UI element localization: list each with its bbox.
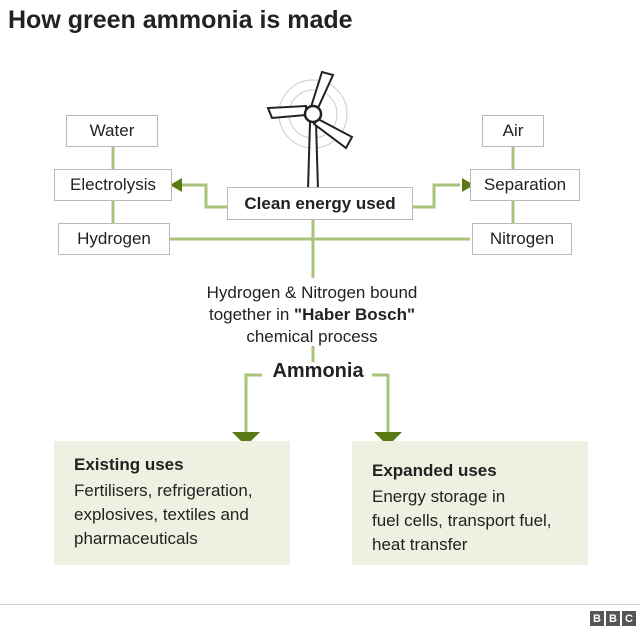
existing-uses-line: Fertilisers, refrigeration, — [74, 481, 253, 500]
node-water: Water — [66, 115, 158, 147]
node-hydrogen: Hydrogen — [58, 223, 170, 255]
bbc-logo-letter: B — [606, 611, 620, 626]
expanded-uses-title: Expanded uses — [372, 461, 497, 480]
bbc-logo-letter: C — [622, 611, 636, 626]
node-separation: Separation — [470, 169, 580, 201]
existing-uses-body: Fertilisers, refrigeration, explosives, … — [74, 479, 270, 551]
bbc-logo: B B C — [590, 611, 636, 626]
bbc-logo-letter: B — [590, 611, 604, 626]
energy-to-electrolysis-line — [182, 183, 228, 209]
arrow-to-existing — [232, 432, 260, 446]
energy-to-separation-line — [412, 183, 460, 209]
node-electrolysis: Electrolysis — [54, 169, 172, 201]
ammonia-to-expanded-line — [372, 373, 390, 432]
expanded-uses-panel: Expanded uses Energy storage in fuel cel… — [352, 441, 588, 565]
node-nitrogen: Nitrogen — [472, 223, 572, 255]
expanded-uses-line: heat transfer — [372, 535, 468, 554]
process-description: Hydrogen & Nitrogen bound together in "H… — [152, 282, 472, 348]
existing-uses-line: explosives, textiles and — [74, 505, 249, 524]
ammonia-label: Ammonia — [272, 360, 364, 382]
expanded-uses-line: fuel cells, transport fuel, — [372, 511, 552, 530]
process-line-2-prefix: together in — [208, 305, 290, 324]
ammonia-to-existing-line — [244, 373, 262, 432]
footer-divider — [0, 604, 640, 605]
expanded-uses-body: Energy storage in fuel cells, transport … — [372, 485, 568, 557]
node-air: Air — [482, 115, 544, 147]
existing-uses-title: Existing uses — [74, 455, 184, 474]
page-title: How green ammonia is made — [8, 6, 353, 34]
process-line-3: chemical process — [246, 327, 378, 346]
existing-uses-line: pharmaceuticals — [74, 529, 198, 548]
process-line-1: Hydrogen & Nitrogen bound — [206, 283, 418, 302]
wind-turbine-icon — [266, 70, 354, 191]
process-line-2: together in "Haber Bosch" — [152, 304, 472, 326]
expanded-uses-line: Energy storage in — [372, 487, 506, 506]
arrow-to-expanded — [374, 432, 402, 446]
existing-uses-panel: Existing uses Fertilisers, refrigeration… — [54, 441, 290, 565]
node-clean-energy: Clean energy used — [227, 187, 413, 220]
process-name: "Haber Bosch" — [294, 305, 416, 324]
arrow-to-electrolysis — [170, 178, 182, 192]
arrow-to-separation — [462, 178, 474, 192]
